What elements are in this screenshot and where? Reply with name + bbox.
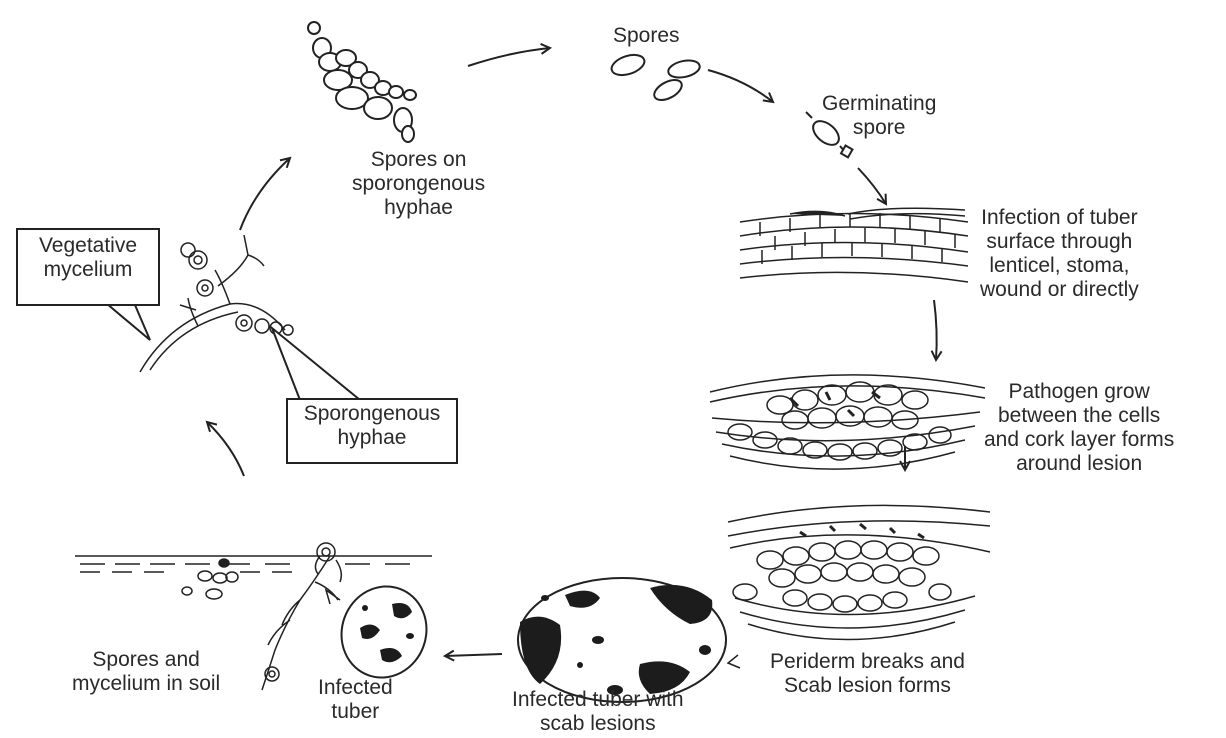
infected-tuber-label-line: tuber [318, 700, 393, 724]
pathogen-label-line: Pathogen grow [984, 380, 1174, 404]
infected-tuber-label: Infected tuber [318, 676, 393, 724]
tuber-tissue-icon [710, 375, 985, 469]
infection-label-line: surface through [980, 230, 1139, 254]
curved-arrow-icon [207, 422, 244, 476]
spores-on-hyphae-label: Spores on sporongenous hyphae [352, 148, 485, 220]
spores-label: Spores [613, 24, 680, 48]
periderm-label: Periderm breaks and Scab lesion forms [770, 650, 965, 698]
soil-label-line: Spores and [72, 648, 220, 672]
pathogen-label: Pathogen grow between the cells and cork… [984, 380, 1174, 476]
curved-arrow-icon [445, 654, 502, 656]
spores-on-hyphae-label-line: Spores on [352, 148, 485, 172]
infection-label: Infection of tuber surface through lenti… [980, 206, 1139, 302]
spores-on-hyphae-label-line: hyphae [352, 196, 485, 220]
spore-icon [609, 51, 701, 104]
sporongenous-hyphae-box: Sporongenous hyphae [286, 398, 458, 464]
tuber-with-lesions-label-line: Infected tuber with [512, 688, 684, 712]
spores-on-hyphae-label-line: sporongenous [352, 172, 485, 196]
periderm-label-line: Scab lesion forms [770, 674, 965, 698]
spore-chain-icon [308, 22, 416, 142]
pathogen-label-line: between the cells [984, 404, 1174, 428]
pathogen-label-line: around lesion [984, 452, 1174, 476]
soil-label: Spores and mycelium in soil [72, 648, 220, 696]
soil-label-line: mycelium in soil [72, 672, 220, 696]
tuber-icon [518, 578, 726, 702]
curved-arrow-icon [858, 168, 886, 204]
periderm-label-line: Periderm breaks and [770, 650, 965, 674]
infected-tuber-label-line: Infected [318, 676, 393, 700]
tuber-tissue-icon [728, 505, 990, 668]
curved-arrow-icon [708, 70, 773, 102]
sporongenous-hyphae-line: Sporongenous [288, 402, 456, 426]
curved-arrow-icon [934, 300, 937, 360]
tuber-icon [329, 574, 439, 689]
sporongenous-hyphae-line: hyphae [288, 426, 456, 450]
germinating-spore-label-line: Germinating [822, 92, 936, 116]
tuber-with-lesions-label: Infected tuber with scab lesions [512, 688, 684, 736]
germinating-spore-label-line: spore [822, 116, 936, 140]
mycelium-icon [140, 235, 293, 372]
tuber-with-lesions-label-line: scab lesions [512, 712, 684, 736]
vegetative-mycelium-line: mycelium [18, 258, 158, 282]
germinating-spore-label: Germinating spore [822, 92, 936, 140]
vegetative-mycelium-line: Vegetative [18, 234, 158, 258]
curved-arrow-icon [468, 48, 550, 66]
vegetative-mycelium-box: Vegetative mycelium [16, 228, 160, 306]
curved-arrow-icon [240, 158, 290, 230]
infection-label-line: wound or directly [980, 278, 1139, 302]
infection-label-line: Infection of tuber [980, 206, 1139, 230]
tuber-tissue-icon [740, 208, 968, 282]
pathogen-label-line: and cork layer forms [984, 428, 1174, 452]
infection-label-line: lenticel, stoma, [980, 254, 1139, 278]
